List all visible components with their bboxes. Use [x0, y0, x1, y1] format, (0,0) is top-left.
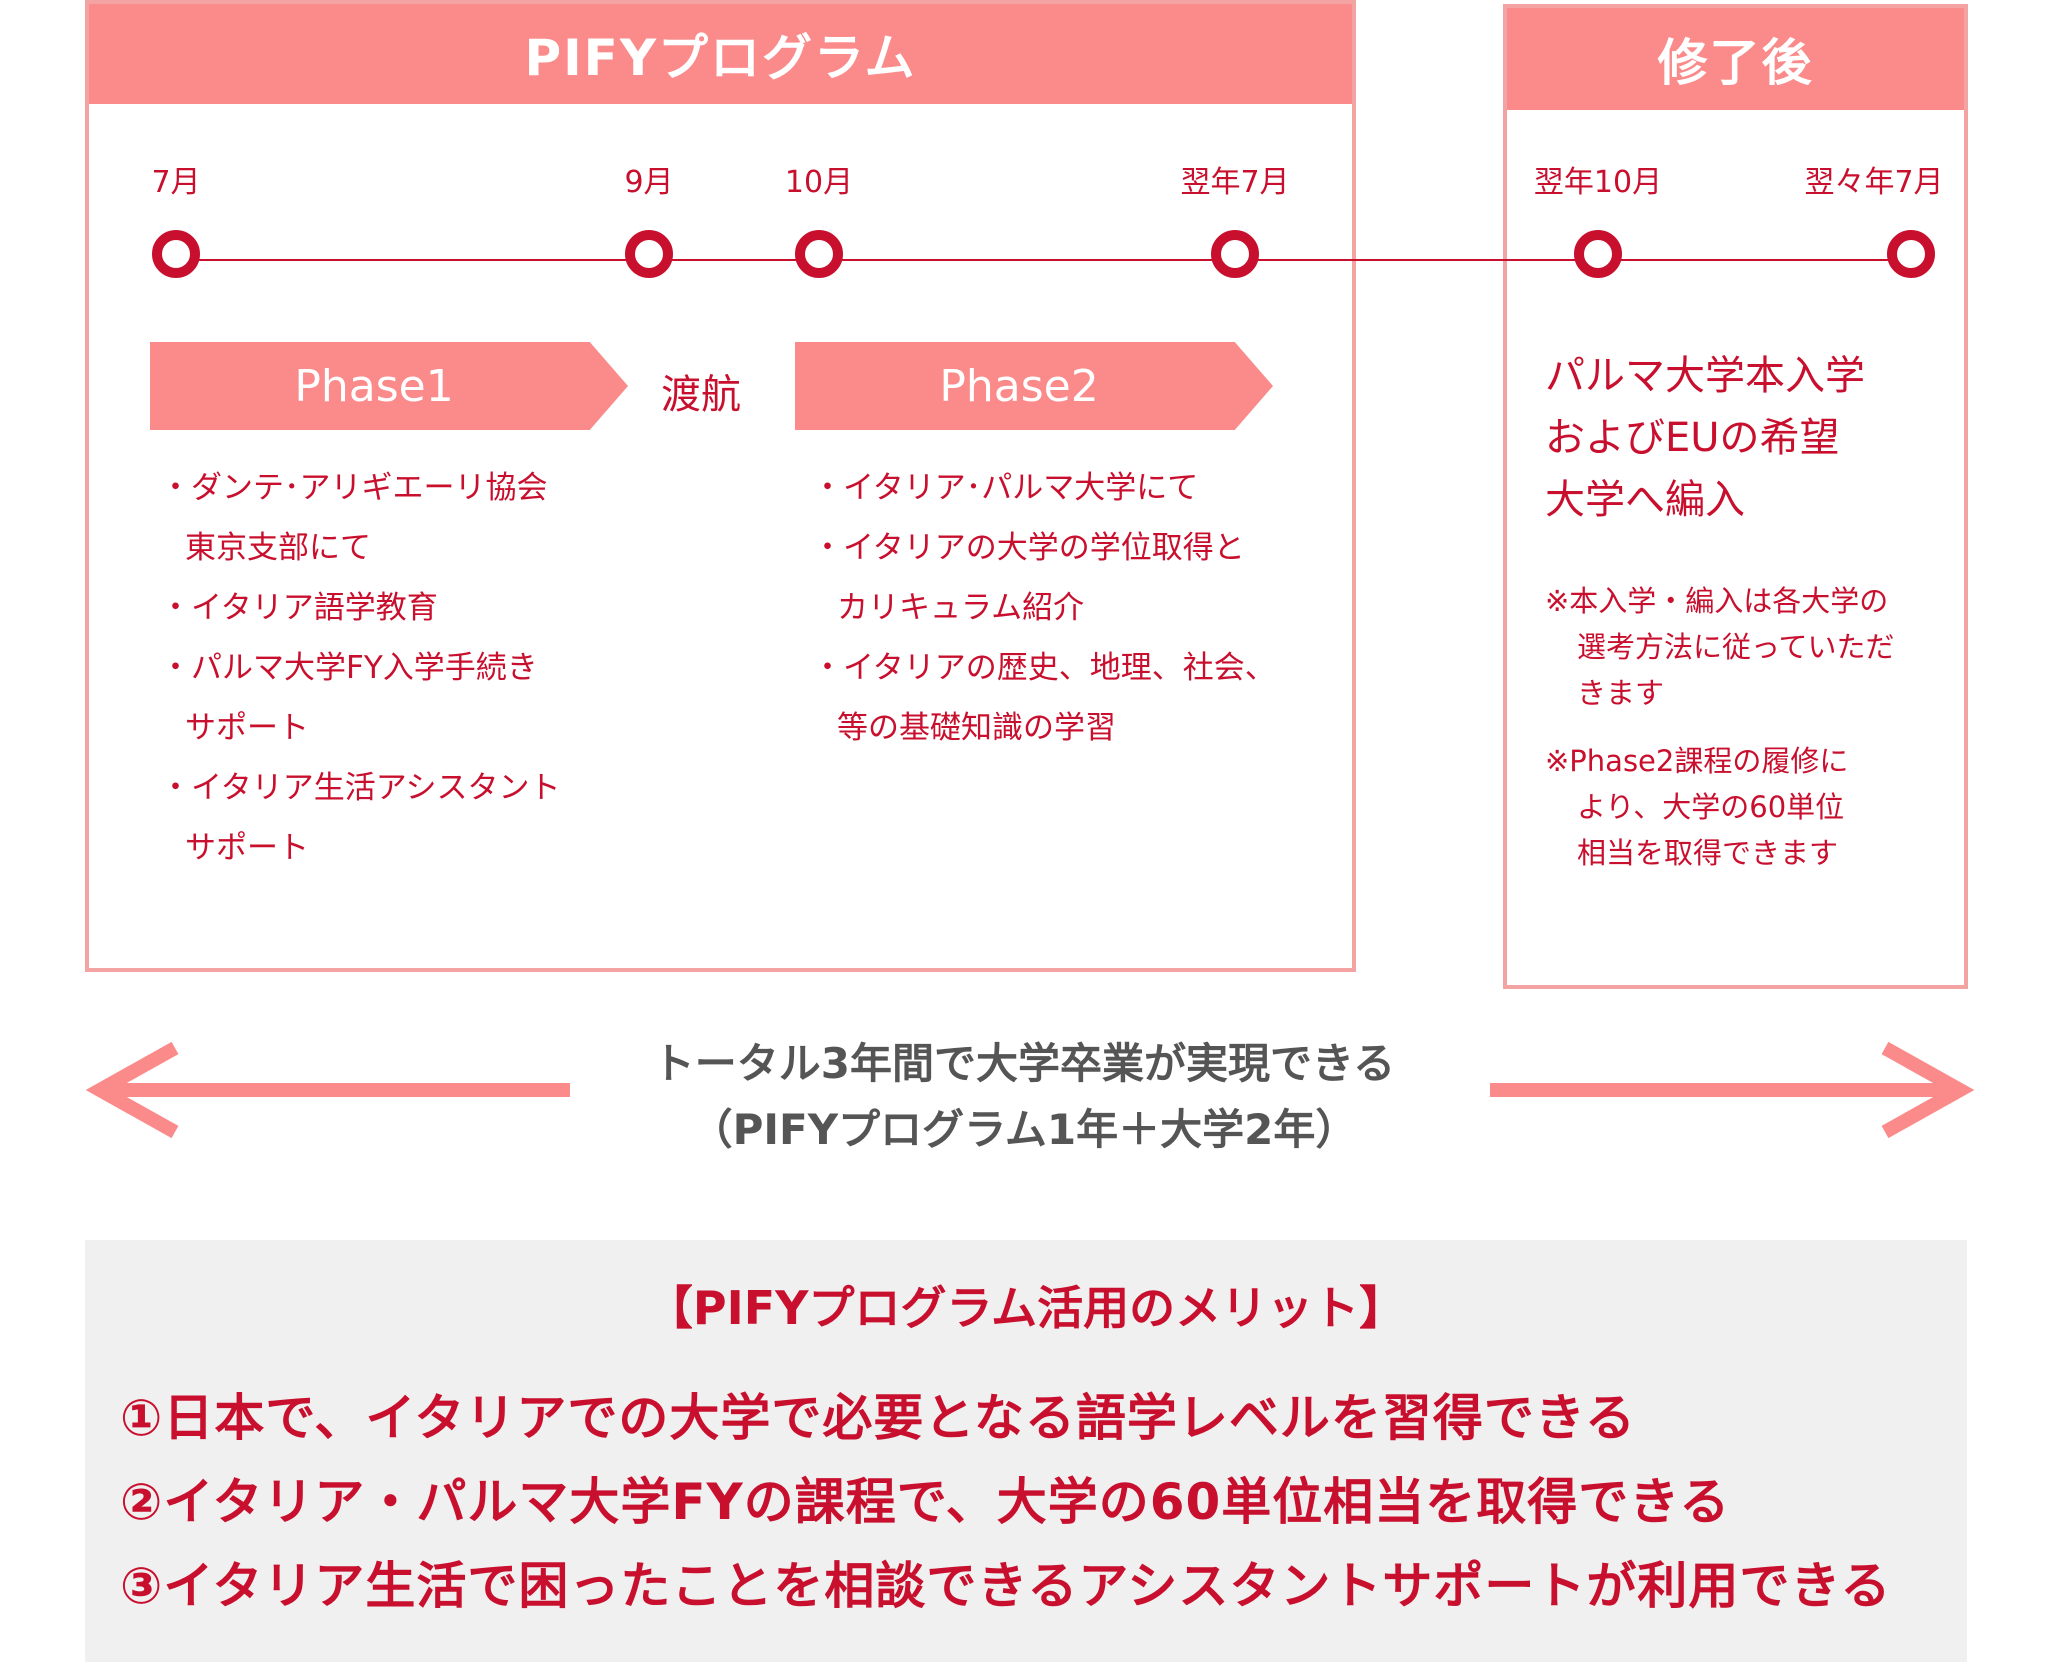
month-label-7: 7月 — [151, 165, 201, 200]
phase2-item: 等の基礎知識の学習 — [837, 710, 1116, 746]
merit-item: ③イタリア生活で困ったことを相談できるアシスタントサポートが利用できる — [120, 1557, 1892, 1615]
after-main-line: およびEUの希望 — [1545, 415, 1840, 461]
timeline-dot-next-10 — [1574, 230, 1622, 278]
timeline-dot-10 — [795, 230, 843, 278]
timeline-dot-next-next-7 — [1887, 230, 1935, 278]
phase1-item: サポート — [185, 710, 309, 746]
phase1-item: ・パルマ大学FY入学手続き — [160, 650, 538, 686]
program-panel: PIFYプログラム — [85, 0, 1356, 972]
merits-title: 【PIFYプログラム活用のメリット】 — [646, 1281, 1406, 1335]
timeline-line — [176, 259, 1911, 261]
after-panel: 修了後 — [1503, 4, 1968, 989]
phase1-banner: Phase1 — [150, 342, 628, 430]
phase2-item: ・イタリア･パルマ大学にて — [812, 470, 1199, 506]
phase2-item: ・イタリアの歴史、地理、社会、 — [812, 650, 1276, 686]
month-label-10: 10月 — [784, 165, 854, 200]
right-arrow-icon — [1490, 1041, 1975, 1139]
timeline-dot-next-7 — [1211, 230, 1259, 278]
month-label-next-next-7: 翌々年7月 — [1804, 165, 1944, 200]
phase1-item: ・ダンテ･アリギエーリ協会 — [160, 470, 548, 506]
after-note: より、大学の60単位 — [1577, 790, 1845, 824]
phase1-item: サポート — [185, 830, 309, 866]
phase2-item: ・イタリアの大学の学位取得と — [812, 530, 1245, 566]
month-label-next-7: 翌年7月 — [1180, 165, 1290, 200]
phase1-item: ・イタリア生活アシスタント — [160, 770, 561, 806]
after-main-line: パルマ大学本入学 — [1545, 353, 1865, 399]
merit-item: ②イタリア・パルマ大学FYの課程で、大学の60単位相当を取得できる — [120, 1473, 1731, 1531]
after-note: ※本入学・編入は各大学の — [1545, 584, 1889, 618]
after-note: 相当を取得できます — [1577, 836, 1839, 870]
month-label-next-10: 翌年10月 — [1533, 165, 1663, 200]
phase1-item: ・イタリア語学教育 — [160, 590, 438, 626]
after-main-text: パルマ大学本入学 およびEUの希望 大学へ編入 — [1545, 345, 1865, 531]
after-note: 選考方法に従っていただ — [1577, 630, 1895, 664]
after-title: 修了後 — [1507, 8, 1964, 110]
total-years-text: トータル3年間で大学卒業が実現できる — [652, 1039, 1396, 1088]
phase2-item: カリキュラム紹介 — [837, 590, 1085, 626]
transit-label: 渡航 — [661, 372, 741, 418]
after-note: きます — [1577, 676, 1665, 710]
total-breakdown-text: （PIFYプログラム1年＋大学2年） — [690, 1105, 1358, 1154]
phase2-banner: Phase2 — [795, 342, 1273, 430]
phase1-item: 東京支部にて — [185, 530, 371, 566]
program-title: PIFYプログラム — [89, 4, 1352, 104]
left-arrow-icon — [85, 1041, 570, 1139]
merits-box: 【PIFYプログラム活用のメリット】 ①日本で、イタリアでの大学で必要となる語学… — [85, 1240, 1967, 1662]
timeline-dot-9 — [625, 230, 673, 278]
merit-item: ①日本で、イタリアでの大学で必要となる語学レベルを習得できる — [120, 1389, 1636, 1447]
timeline-dot-7 — [152, 230, 200, 278]
month-label-9: 9月 — [624, 165, 674, 200]
after-main-line: 大学へ編入 — [1545, 477, 1745, 523]
after-note: ※Phase2課程の履修に — [1545, 744, 1849, 778]
